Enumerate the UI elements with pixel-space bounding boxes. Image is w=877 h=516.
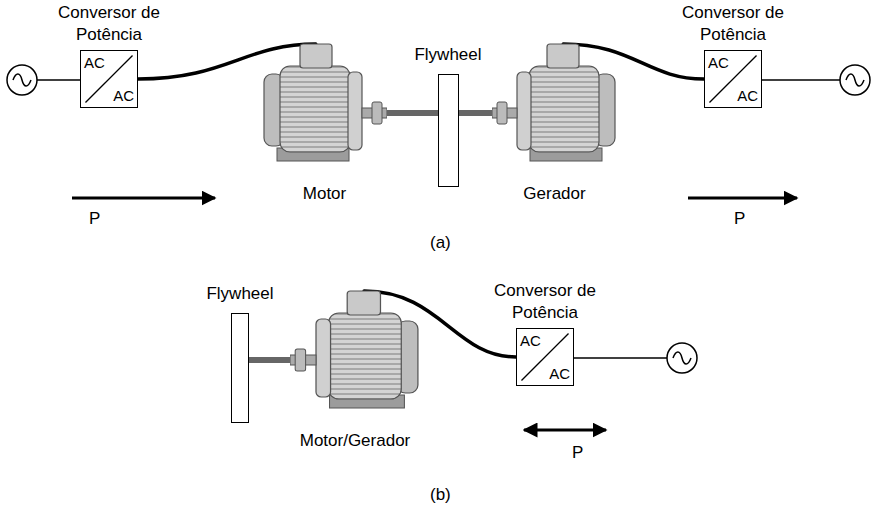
converter-heading: Conversor de Potência bbox=[668, 2, 798, 46]
power-arrow bbox=[72, 197, 215, 200]
power-label: P bbox=[89, 208, 100, 230]
power-arrow bbox=[688, 197, 797, 200]
ac-label: AC bbox=[737, 87, 758, 104]
finned-housing bbox=[328, 313, 401, 399]
shaft-coupling bbox=[295, 349, 305, 371]
terminal-box bbox=[347, 291, 380, 315]
terminal-box bbox=[300, 44, 332, 68]
figure-tag: (a) bbox=[430, 232, 451, 254]
converter-box: AC AC bbox=[80, 50, 138, 108]
shaft-coupling bbox=[372, 102, 382, 124]
converter-heading: Conversor de Potência bbox=[44, 2, 174, 46]
machine-node: Motor/Gerador bbox=[290, 285, 420, 452]
flywheel-node: Flywheel bbox=[413, 44, 483, 187]
ac-source bbox=[573, 343, 697, 373]
ac-source bbox=[7, 65, 80, 95]
finned-housing bbox=[529, 66, 599, 152]
converter-node: Conversor de PotênciaAC AC bbox=[480, 280, 610, 386]
converter-box: AC AC bbox=[704, 50, 762, 108]
machine-node: Gerador bbox=[492, 38, 617, 205]
power-label: P bbox=[572, 442, 583, 464]
electric-machine bbox=[262, 38, 387, 173]
ac-label: AC bbox=[84, 54, 105, 71]
ac-label: AC bbox=[549, 365, 570, 382]
flywheel-node: Flywheel bbox=[200, 283, 280, 423]
figure-tag: (b) bbox=[430, 484, 451, 506]
flywheel-label: Flywheel bbox=[413, 44, 483, 66]
end-flange bbox=[316, 319, 331, 397]
power-arrow bbox=[524, 429, 606, 432]
motor-body bbox=[290, 291, 418, 408]
flywheel-label: Flywheel bbox=[200, 283, 280, 305]
converter-node: Conversor de PotênciaAC AC bbox=[44, 2, 174, 108]
ac-label: AC bbox=[520, 332, 541, 349]
ac-label: AC bbox=[708, 54, 729, 71]
machine-label: Motor bbox=[222, 183, 427, 205]
converter-heading: Conversor de Potência bbox=[480, 280, 610, 324]
shaft-coupling bbox=[497, 102, 507, 124]
ac-source bbox=[761, 65, 870, 95]
shaft-coupling-line bbox=[387, 110, 438, 116]
motor-body bbox=[492, 44, 615, 161]
ac-label: AC bbox=[113, 87, 134, 104]
flywheel-disc bbox=[438, 74, 459, 187]
end-flange bbox=[348, 72, 362, 150]
flywheel-disc bbox=[231, 313, 249, 423]
finned-housing bbox=[280, 66, 350, 152]
power-label: P bbox=[734, 208, 745, 230]
converter-box: AC AC bbox=[516, 328, 574, 386]
shaft-coupling-line bbox=[249, 357, 290, 363]
motor-body bbox=[264, 44, 387, 161]
terminal-box bbox=[547, 44, 579, 68]
electric-machine bbox=[290, 285, 420, 420]
shaft-coupling-line bbox=[459, 110, 493, 116]
machine-label: Gerador bbox=[452, 183, 657, 205]
end-flange bbox=[517, 72, 531, 150]
electric-machine bbox=[492, 38, 617, 173]
machine-label: Motor/Gerador bbox=[250, 430, 460, 452]
converter-node: Conversor de PotênciaAC AC bbox=[668, 2, 798, 108]
machine-node: Motor bbox=[262, 38, 387, 205]
